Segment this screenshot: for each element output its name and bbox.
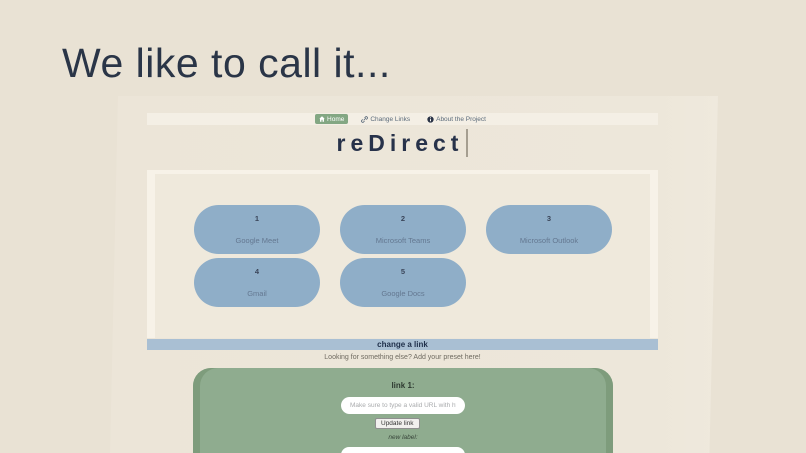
- info-icon: [427, 115, 434, 123]
- nav-tab-change-links-label: Change Links: [370, 115, 411, 123]
- update-link-button[interactable]: Update link: [375, 418, 420, 429]
- change-a-link-header: change a link: [147, 339, 658, 350]
- preset-number: 3: [546, 214, 552, 223]
- preset-number: 5: [400, 267, 406, 276]
- preset-label: Microsoft Outlook: [519, 236, 579, 245]
- preset-buttons-grid: 1 Google Meet 2 Microsoft Teams 3 Micros…: [194, 205, 612, 307]
- nav-tab-home-label: Home: [327, 115, 345, 123]
- new-label-text: new label:: [388, 434, 418, 441]
- nav-tab-about[interactable]: About the Project: [423, 114, 490, 124]
- link-icon: [361, 115, 369, 123]
- redirect-app: Home Change Links About the Project reDi…: [147, 113, 658, 453]
- app-screenshot-region: Home Change Links About the Project reDi…: [110, 96, 718, 453]
- app-logo: reDirect: [336, 129, 464, 156]
- url-input[interactable]: [341, 397, 465, 414]
- preset-label: Google Meet: [235, 236, 279, 245]
- navbar: Home Change Links About the Project: [147, 113, 658, 125]
- logo-row: reDirect: [147, 129, 658, 157]
- nav-tab-change-links[interactable]: Change Links: [357, 114, 414, 124]
- add-preset-caption: Looking for something else? Add your pre…: [324, 354, 481, 361]
- new-label-input[interactable]: [341, 447, 465, 453]
- preset-button-google-meet[interactable]: 1 Google Meet: [194, 205, 320, 254]
- preset-number: 1: [254, 214, 260, 223]
- preset-button-gmail[interactable]: 4 Gmail: [194, 258, 320, 307]
- preset-button-microsoft-teams[interactable]: 2 Microsoft Teams: [340, 205, 466, 254]
- link-number-label: link 1:: [391, 381, 415, 390]
- preset-number: 4: [254, 267, 260, 276]
- nav-tab-home[interactable]: Home: [315, 114, 349, 124]
- nav-tab-about-label: About the Project: [436, 115, 486, 123]
- preset-label: Google Docs: [381, 289, 425, 298]
- text-cursor: [466, 129, 469, 157]
- preset-number: 2: [400, 214, 406, 223]
- preset-label: Gmail: [247, 289, 267, 298]
- page-title: We like to call it...: [62, 40, 391, 86]
- preset-button-microsoft-outlook[interactable]: 3 Microsoft Outlook: [486, 205, 612, 254]
- link-form-panel: link 1: Update link new label:: [193, 368, 613, 453]
- preset-buttons-panel: 1 Google Meet 2 Microsoft Teams 3 Micros…: [147, 170, 658, 338]
- home-icon: [319, 116, 325, 122]
- preset-button-google-docs[interactable]: 5 Google Docs: [340, 258, 466, 307]
- preset-label: Microsoft Teams: [375, 236, 431, 245]
